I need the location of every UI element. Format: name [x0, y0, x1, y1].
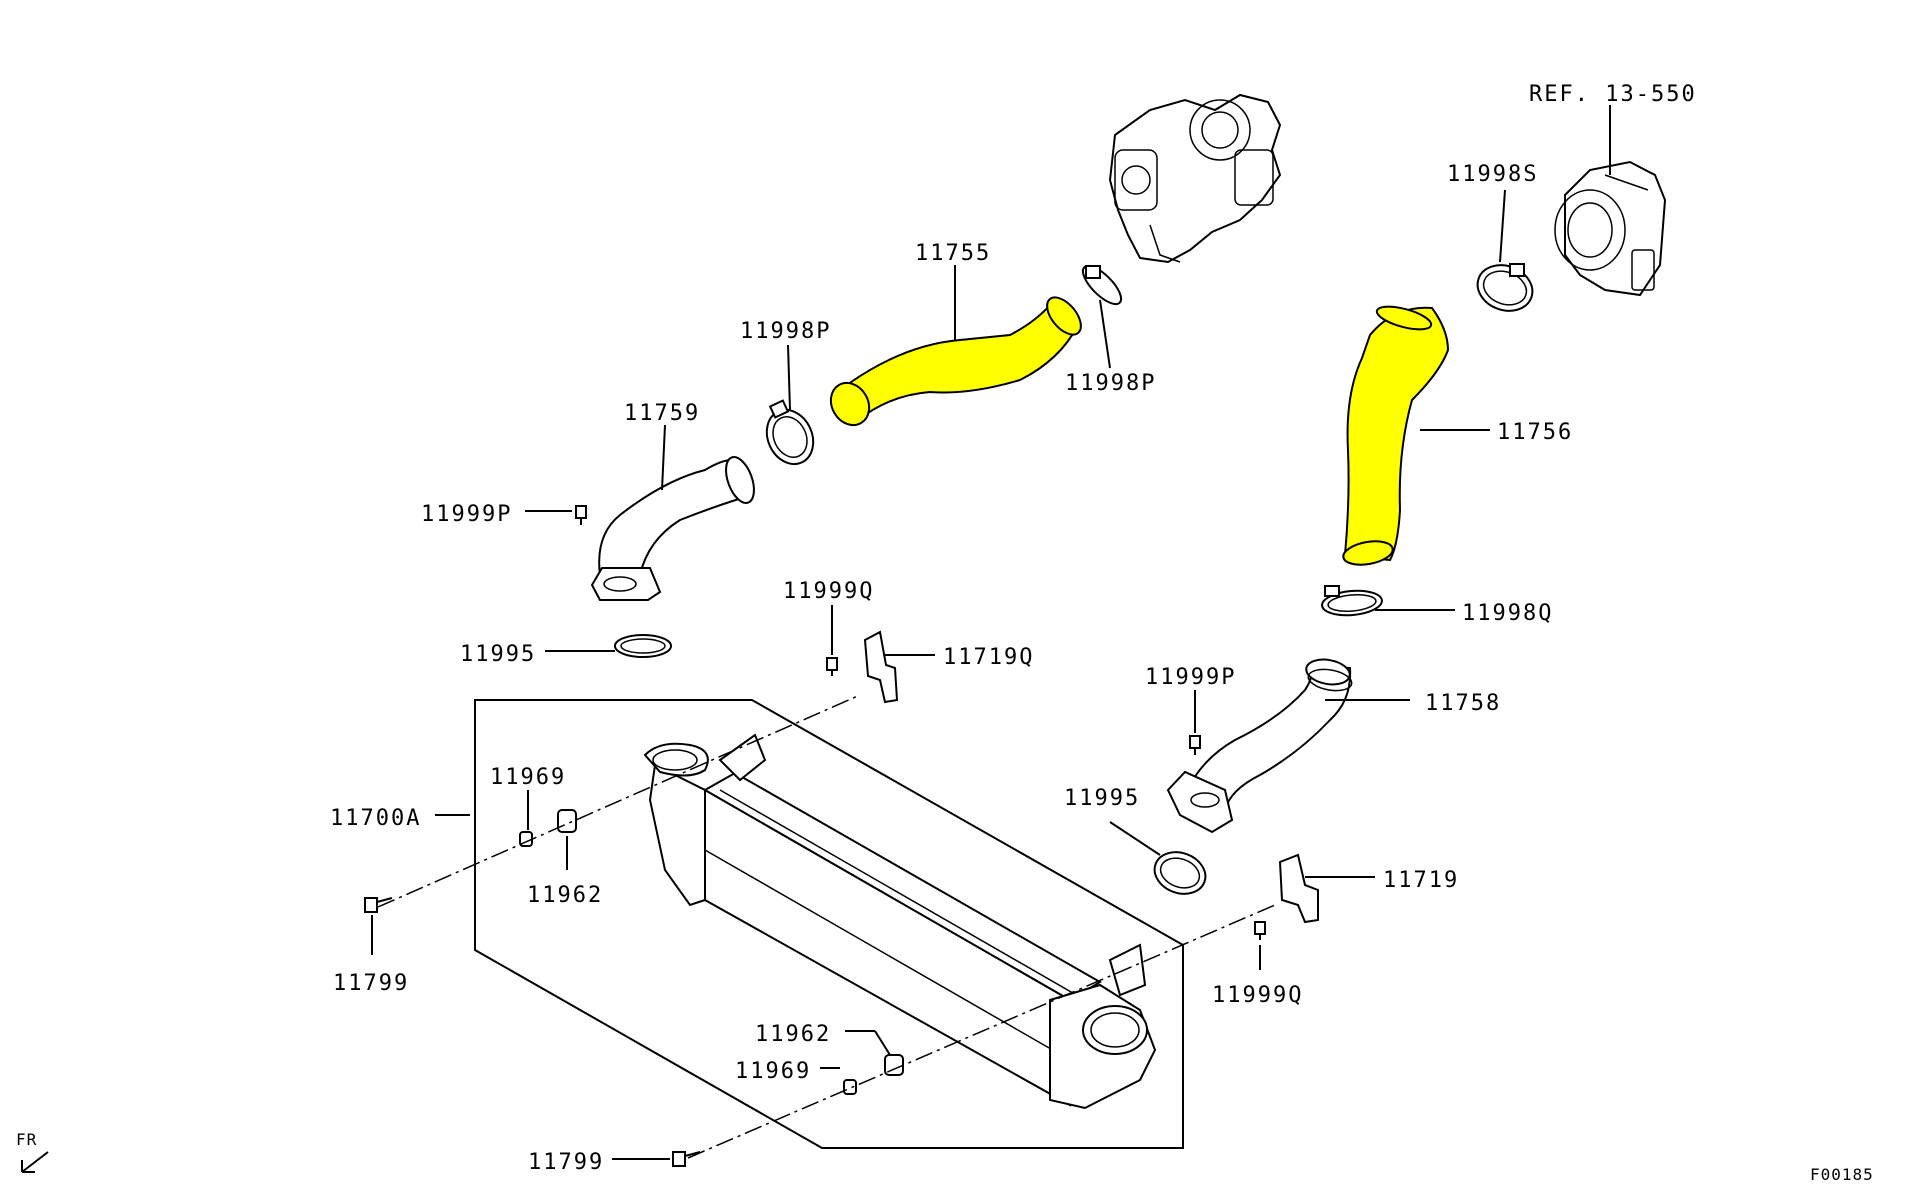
label-11995-left: 11995	[460, 642, 536, 667]
label-11995-right: 11995	[1064, 786, 1140, 811]
bolt-11999p-right[interactable]	[1189, 735, 1201, 755]
label-11998s: 11998S	[1447, 162, 1538, 187]
turbocharger-part	[1108, 93, 1282, 264]
throttle-body-part	[1554, 160, 1667, 297]
gasket-11995-right[interactable]	[1149, 845, 1212, 900]
label-11962-bottom: 11962	[755, 1022, 831, 1047]
label-11719: 11719	[1383, 868, 1459, 893]
clamp-11998p-left[interactable]	[758, 399, 822, 472]
label-11962-top: 11962	[527, 883, 603, 908]
clamp-11998q[interactable]	[1321, 585, 1383, 618]
label-11969-top: 11969	[490, 765, 566, 790]
bolt-11799-left[interactable]	[364, 897, 393, 913]
label-ref-13-550: REF. 13-550	[1529, 82, 1697, 107]
bolt-11799-bottom[interactable]	[672, 1151, 701, 1167]
label-11799-bottom: 11799	[528, 1150, 604, 1175]
label-11999q-bottom: 11999Q	[1212, 983, 1303, 1008]
label-11799-left: 11799	[333, 971, 409, 996]
bolt-11999q-top[interactable]	[826, 657, 838, 676]
intercooler-assembly-outline	[474, 699, 1184, 1149]
label-11759: 11759	[624, 401, 700, 426]
pipe-11759[interactable]	[590, 453, 759, 601]
label-11755: 11755	[915, 241, 991, 266]
clamp-11998p-right[interactable]	[1077, 260, 1126, 309]
label-11998p-right: 11998P	[1065, 371, 1156, 396]
pipe-11758[interactable]	[1166, 656, 1353, 834]
label-fr: FR	[16, 1130, 37, 1149]
assembly-lines	[377, 694, 1276, 1159]
label-11756: 11756	[1497, 420, 1573, 445]
grommet-11962-top[interactable]	[557, 809, 577, 833]
hose-11755[interactable]	[823, 291, 1087, 432]
label-11999p-left: 11999P	[421, 502, 512, 527]
bolt-11999q-bottom[interactable]	[1254, 921, 1266, 940]
label-11969-bottom: 11969	[735, 1059, 811, 1084]
label-11998q: 11998Q	[1462, 601, 1553, 626]
label-11758: 11758	[1425, 691, 1501, 716]
label-11999p-right: 11999P	[1145, 665, 1236, 690]
label-11700a: 11700A	[330, 806, 421, 831]
label-11719q: 11719Q	[943, 645, 1034, 670]
gasket-11995-left[interactable]	[614, 634, 672, 658]
bracket-11719q[interactable]	[863, 630, 899, 704]
label-11998p-top: 11998P	[740, 319, 831, 344]
bracket-11719[interactable]	[1278, 853, 1319, 924]
intercooler-core[interactable]	[643, 733, 1157, 1110]
label-11999q-top: 11999Q	[783, 579, 874, 604]
figure-code: F00185	[1810, 1165, 1874, 1184]
bolt-11999p-left[interactable]	[575, 505, 587, 525]
front-direction-arrow-icon: FR	[16, 1130, 49, 1173]
collar-11969-bottom[interactable]	[843, 1079, 857, 1095]
leader-lines	[371, 105, 1611, 1160]
hose-11756[interactable]	[1341, 302, 1450, 568]
clamp-11998s[interactable]	[1471, 258, 1539, 318]
